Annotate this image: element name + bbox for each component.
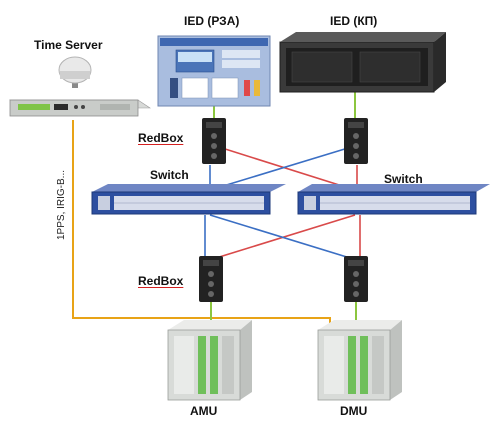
label-switch-left: Switch <box>150 168 189 182</box>
ied-rza-device <box>158 36 270 106</box>
link-top-left-red <box>222 148 355 190</box>
label-ied-rza: IED (РЗА) <box>184 14 239 28</box>
sync-line <box>73 120 188 318</box>
switch-right <box>298 184 490 214</box>
link-bot-left-red <box>216 215 355 258</box>
redbox-bottom-right <box>344 256 368 302</box>
link-top-right-blue <box>210 148 348 190</box>
label-redbox-top: RedBox <box>138 131 183 145</box>
label-time-server: Time Server <box>34 38 103 52</box>
time-server <box>10 57 150 116</box>
amu-device <box>168 320 252 400</box>
label-amu: AMU <box>190 404 217 418</box>
label-sync-signal: 1PPS, IRIG-B... <box>56 170 67 240</box>
label-switch-right: Switch <box>384 172 423 186</box>
redbox-bottom-left <box>199 256 223 302</box>
dmu-device <box>318 320 402 400</box>
label-dmu: DMU <box>340 404 367 418</box>
redbox-top-left <box>202 118 226 164</box>
ied-kp-device <box>280 32 446 92</box>
switch-left <box>92 184 286 214</box>
redbox-top-right <box>344 118 368 164</box>
link-bot-right-blue <box>210 215 350 258</box>
label-redbox-bottom: RedBox <box>138 274 183 288</box>
label-ied-kp: IED (КП) <box>330 14 377 28</box>
